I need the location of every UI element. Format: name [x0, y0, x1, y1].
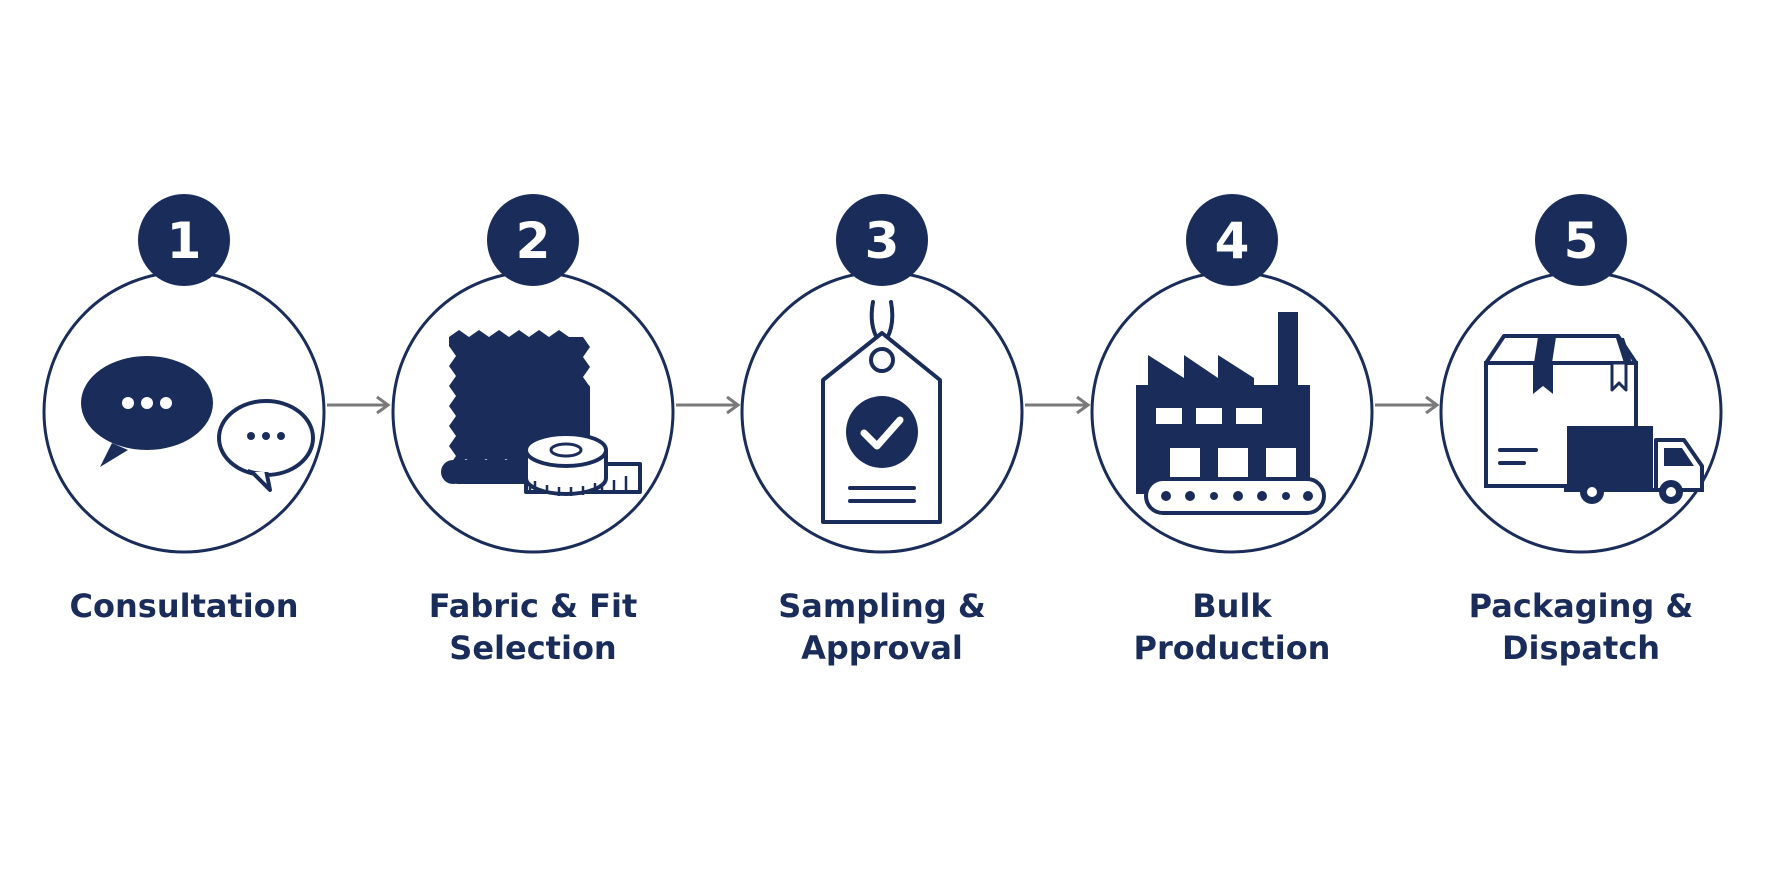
step-2-badge: 2: [487, 194, 579, 286]
box-truck-icon: [1484, 334, 1704, 504]
step-2-label-line-1: Fabric & Fit: [428, 587, 638, 625]
step-5-label-line-1: Packaging &: [1468, 587, 1694, 625]
step-5-number: 5: [1564, 212, 1599, 270]
step-4-number: 4: [1215, 212, 1250, 270]
chat-bubbles-icon: [81, 356, 315, 492]
step-3-number: 3: [865, 212, 900, 270]
step-4-label: Bulk Production: [1072, 585, 1392, 669]
step-5-badge: 5: [1535, 194, 1627, 286]
step-1-label: Consultation: [24, 585, 344, 627]
approval-tag-icon: [821, 300, 942, 524]
fabric-measuring-tape-icon: [441, 330, 642, 496]
factory-conveyor-icon: [1136, 312, 1326, 515]
step-5-label-line-2: Dispatch: [1501, 629, 1661, 667]
step-1-number: 1: [167, 212, 202, 270]
step-4-label-line-2: Production: [1133, 629, 1331, 667]
step-1-badge: 1: [138, 194, 230, 286]
step-5-label: Packaging & Dispatch: [1421, 585, 1741, 669]
step-4-label-line-1: Bulk: [1192, 587, 1272, 625]
step-3-label: Sampling & Approval: [722, 585, 1042, 669]
step-1-label-line-1: Consultation: [69, 587, 299, 625]
step-3-label-line-2: Approval: [801, 629, 963, 667]
step-2-number: 2: [516, 212, 551, 270]
step-4-badge: 4: [1186, 194, 1278, 286]
step-3-badge: 3: [836, 194, 928, 286]
step-3-label-line-1: Sampling &: [778, 587, 986, 625]
step-2-label-line-2: Selection: [449, 629, 617, 667]
step-2-label: Fabric & Fit Selection: [373, 585, 693, 669]
